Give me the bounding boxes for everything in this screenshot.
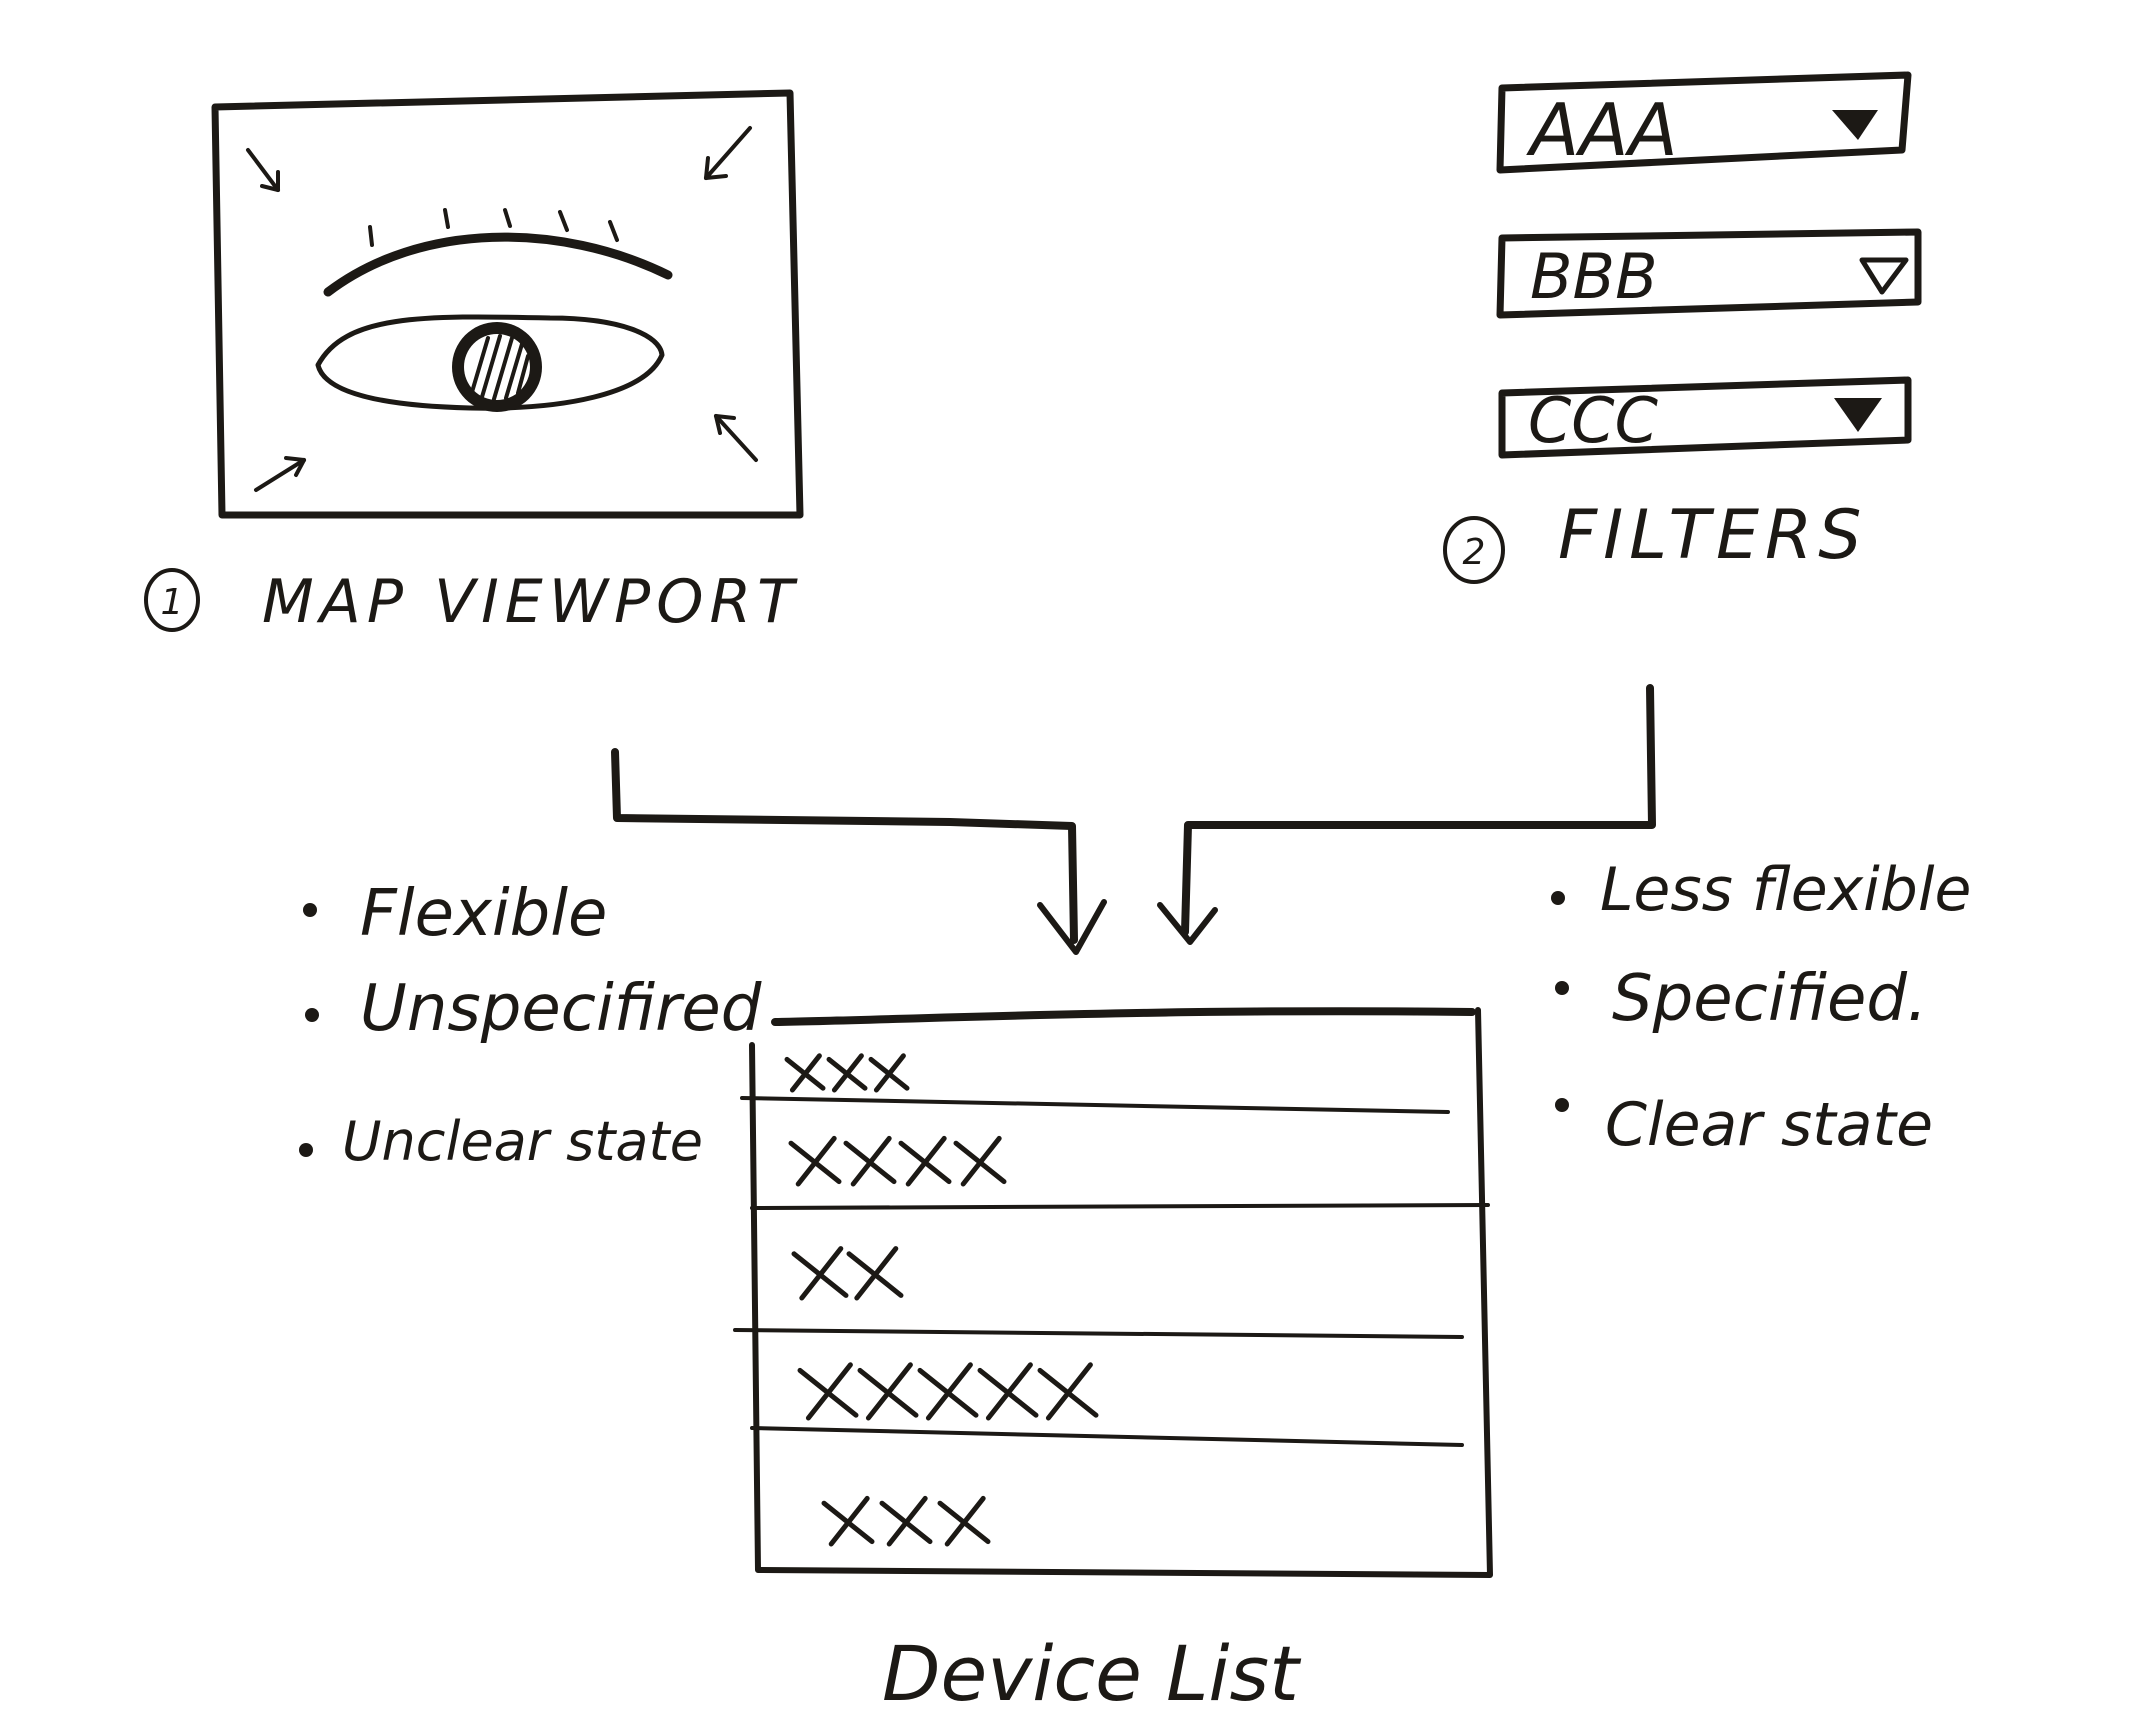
bullet [1551, 891, 1565, 905]
device-list-row[interactable] [788, 1135, 1007, 1187]
dropdown-arrow-icon [1834, 398, 1882, 432]
filter-dropdown-ccc[interactable]: CCC [1498, 376, 1912, 459]
device-list: Device List [733, 1007, 1493, 1718]
note-item: Unclear state [342, 1110, 703, 1173]
dropdown-arrow-icon [1832, 110, 1878, 140]
device-entry-mark [826, 1053, 868, 1093]
note-item: Less flexible [1600, 855, 1971, 925]
dropdown-arrow-icon [1859, 257, 1909, 295]
device-list-row[interactable] [784, 1053, 910, 1093]
arrow-top-left-icon [246, 148, 280, 192]
filter-dropdown-value: CCC [1528, 384, 1659, 457]
device-list-caption: Device List [882, 1629, 1302, 1718]
device-entry-mark [821, 1495, 875, 1547]
device-entry-mark [898, 1135, 952, 1187]
bullet [303, 903, 317, 917]
device-entry-mark [797, 1362, 859, 1421]
connector-filters-to-list [1157, 684, 1656, 945]
device-entry-mark [937, 1495, 991, 1547]
bullet [305, 1008, 319, 1022]
filter-dropdown-bbb[interactable]: BBB [1496, 228, 1922, 319]
arrow-down-icon [1157, 902, 1218, 945]
note-item: Flexible [360, 877, 607, 951]
device-entry-mark [857, 1362, 919, 1421]
map-viewport-notes: Flexible Unspecifired Unclear state [299, 877, 762, 1173]
map-viewport-frame [211, 89, 804, 519]
map-viewport-number-badge: 1 [144, 568, 200, 632]
device-entry-mark [953, 1135, 1007, 1187]
device-entry-mark [784, 1053, 826, 1093]
bullet [1555, 1098, 1569, 1112]
filter-dropdown-value: AAA [1526, 88, 1678, 172]
arrow-bottom-left-icon [254, 456, 306, 492]
device-list-row[interactable] [797, 1362, 1099, 1421]
eye-icon [315, 208, 673, 412]
note-item: Unspecifired [360, 972, 762, 1046]
note-item: Clear state [1605, 1090, 1933, 1160]
arrow-bottom-right-icon [714, 414, 758, 462]
filters-number: 2 [1463, 532, 1486, 573]
device-entry-mark [788, 1135, 842, 1187]
device-entry-mark [879, 1495, 933, 1547]
device-entry-mark [846, 1246, 904, 1301]
bullet [299, 1143, 313, 1157]
note-item: Specified. [1612, 962, 1927, 1036]
filter-dropdown-value: BBB [1530, 240, 1658, 313]
bullet [1555, 981, 1569, 995]
device-entry-mark [868, 1053, 910, 1093]
device-entry-mark [917, 1362, 979, 1421]
device-entry-mark [1037, 1362, 1099, 1421]
filters-panel: AAA BBB CCC 2 FILTERS [1443, 71, 1922, 584]
device-list-row[interactable] [821, 1495, 991, 1547]
device-entry-mark [791, 1246, 849, 1301]
filter-dropdown-aaa[interactable]: AAA [1496, 71, 1912, 174]
map-viewport-caption: MAP VIEWPORT [262, 567, 800, 637]
filters-number-badge: 2 [1443, 516, 1505, 584]
map-viewport: 1 MAP VIEWPORT [144, 89, 804, 637]
map-viewport-number: 1 [161, 582, 184, 623]
device-entry-mark [977, 1362, 1039, 1421]
filters-caption: FILTERS [1558, 496, 1867, 575]
arrow-top-right-icon [704, 126, 752, 180]
connector-map-to-list [611, 748, 1107, 955]
arrow-down-icon [1037, 899, 1107, 955]
filters-notes: Less flexible Specified. Clear state [1551, 855, 1971, 1160]
device-entry-mark [843, 1135, 897, 1187]
device-list-row[interactable] [791, 1246, 904, 1301]
